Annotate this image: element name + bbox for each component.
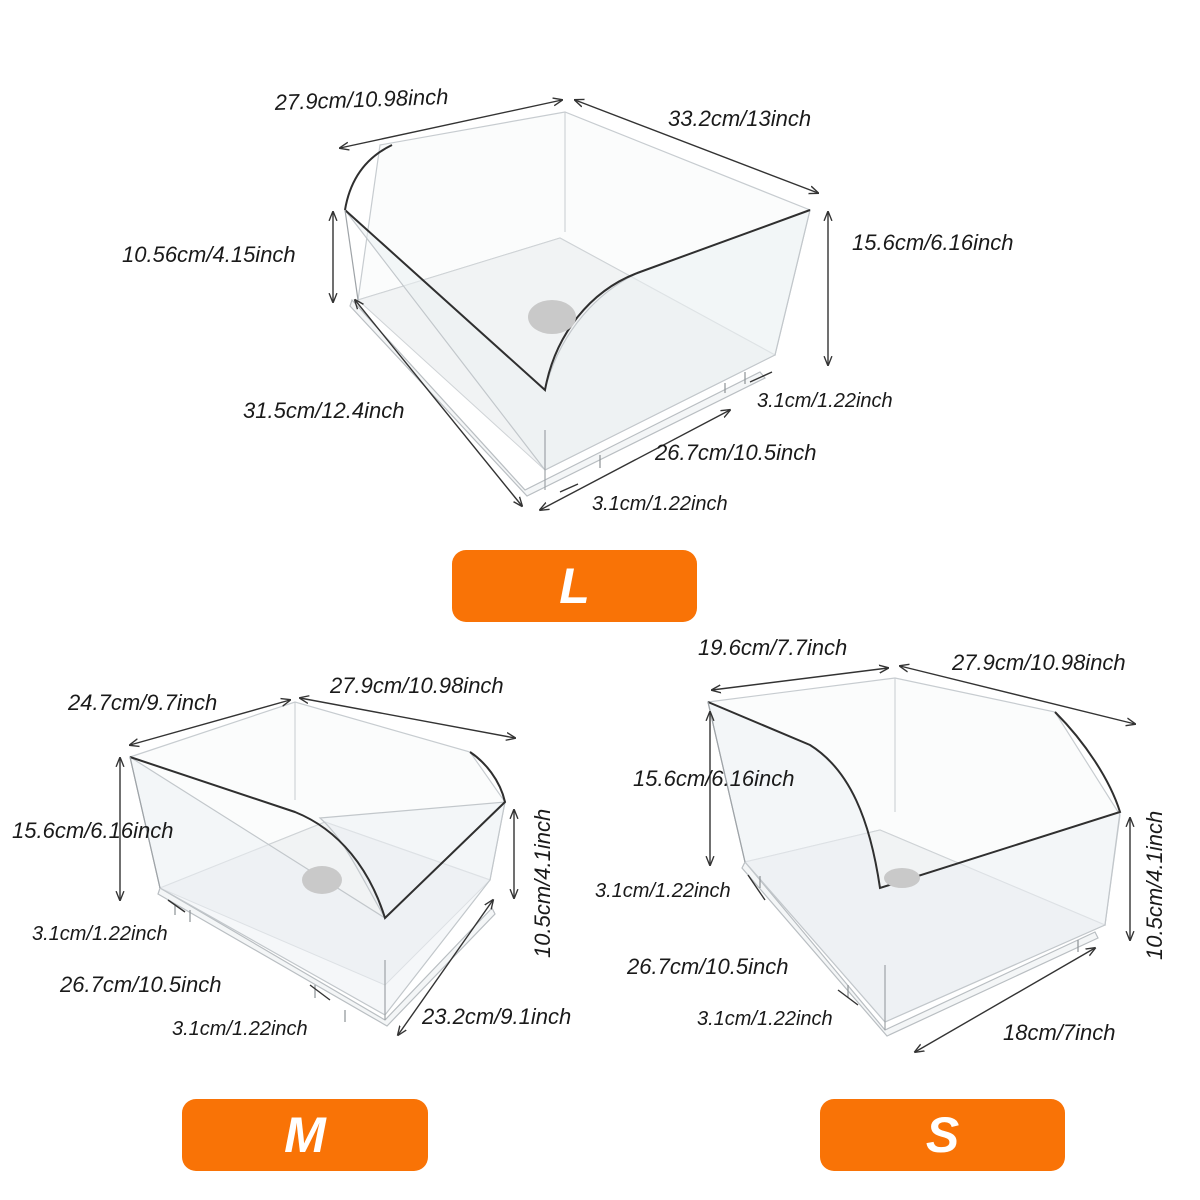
s-bottom-depth-label: 18cm/7inch (1003, 1020, 1116, 1045)
l-side-gap-label: 3.1cm/1.22inch (757, 390, 893, 412)
l-bottom-width-label: 26.7cm/10.5inch (654, 440, 816, 465)
l-back-height-label: 15.6cm/6.16inch (852, 230, 1013, 255)
m-bottom-depth-label: 23.2cm/9.1inch (421, 1004, 571, 1029)
size-badge-medium: M (182, 1099, 428, 1171)
s-bottom-width-label: 26.7cm/10.5inch (626, 954, 788, 979)
dimension-lines-small (710, 666, 1135, 1052)
m-side-gap-label: 3.1cm/1.22inch (32, 923, 168, 945)
size-badge-large: L (452, 550, 697, 622)
bin-small-rim (707, 701, 1122, 890)
drain-icon (528, 300, 576, 334)
l-front-gap-label: 3.1cm/1.22inch (592, 493, 728, 515)
s-top-depth-label: 27.9cm/10.98inch (951, 650, 1126, 675)
m-back-height-label: 15.6cm/6.16inch (12, 818, 173, 843)
l-front-height-label: 10.56cm/4.15inch (122, 242, 296, 267)
l-top-width-label: 27.9cm/10.98inch (273, 84, 448, 115)
m-front-gap-label: 3.1cm/1.22inch (172, 1018, 308, 1040)
m-bottom-width-label: 26.7cm/10.5inch (59, 972, 221, 997)
drain-icon (884, 868, 920, 888)
bin-large (344, 111, 811, 497)
size-badge-small: S (820, 1099, 1065, 1171)
s-top-width-label: 19.6cm/7.7inch (698, 635, 847, 660)
l-top-depth-label: 33.2cm/13inch (668, 106, 811, 131)
s-front-gap-label: 3.1cm/1.22inch (697, 1008, 833, 1030)
drain-icon (302, 866, 342, 894)
m-front-height-label: 10.5cm/4.1inch (530, 809, 555, 958)
m-top-width-label: 24.7cm/9.7inch (67, 690, 217, 715)
s-side-gap-label: 3.1cm/1.22inch (595, 880, 731, 902)
l-bottom-depth-label: 31.5cm/12.4inch (243, 398, 404, 423)
bin-large-base (349, 298, 766, 497)
dimension-lines-medium (120, 698, 515, 1035)
m-top-depth-label: 27.9cm/10.98inch (329, 673, 504, 698)
bin-medium-rim (129, 751, 507, 920)
dimension-lines-large (333, 100, 828, 510)
s-back-height-label: 15.6cm/6.16inch (633, 766, 794, 791)
s-front-height-label: 10.5cm/4.1inch (1142, 811, 1167, 960)
bin-small (707, 677, 1122, 1037)
